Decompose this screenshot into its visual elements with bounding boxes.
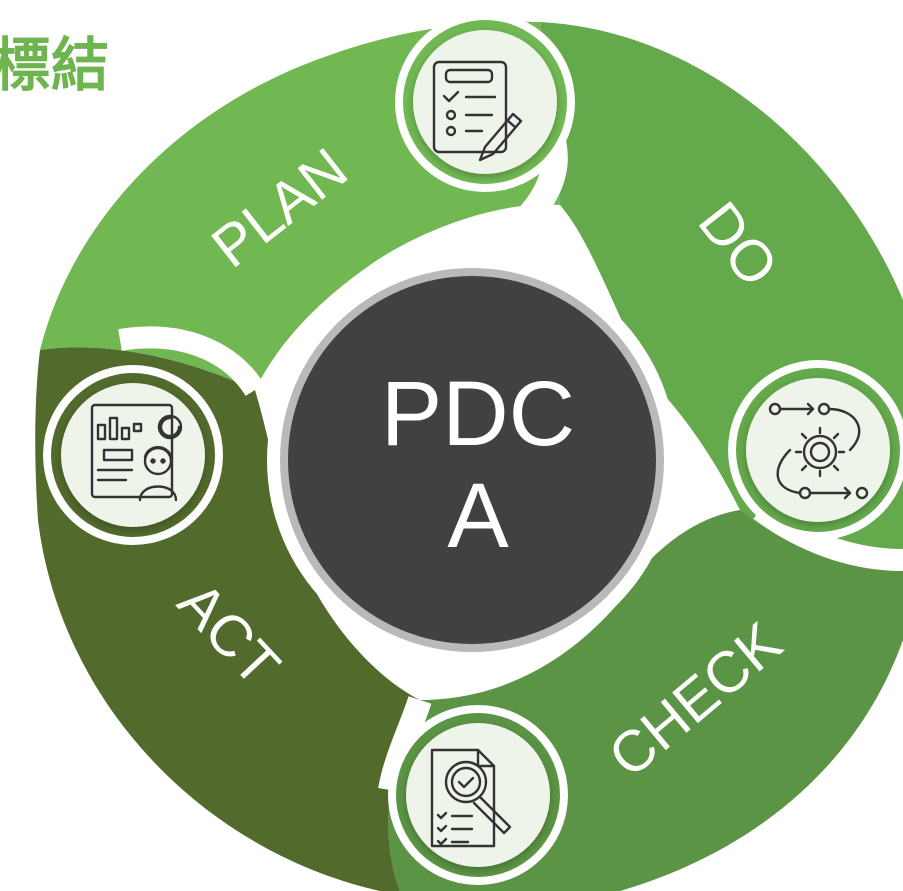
corner-title: 標結 bbox=[0, 31, 111, 99]
center-text-line2: A bbox=[447, 465, 509, 567]
plan-icon-bubble bbox=[395, 12, 575, 192]
center-text-line1: PDC bbox=[381, 363, 575, 465]
act-icon-bubble bbox=[43, 365, 223, 545]
clipboard-checklist-pen-icon bbox=[432, 60, 523, 162]
check-icon-bubble bbox=[388, 705, 568, 885]
do-icon-bubble bbox=[728, 360, 903, 540]
document-magnifier-check-icon bbox=[430, 748, 512, 848]
process-gear-flow-icon bbox=[768, 402, 869, 500]
center-disc bbox=[288, 276, 656, 644]
report-chart-person-icon bbox=[90, 403, 183, 502]
